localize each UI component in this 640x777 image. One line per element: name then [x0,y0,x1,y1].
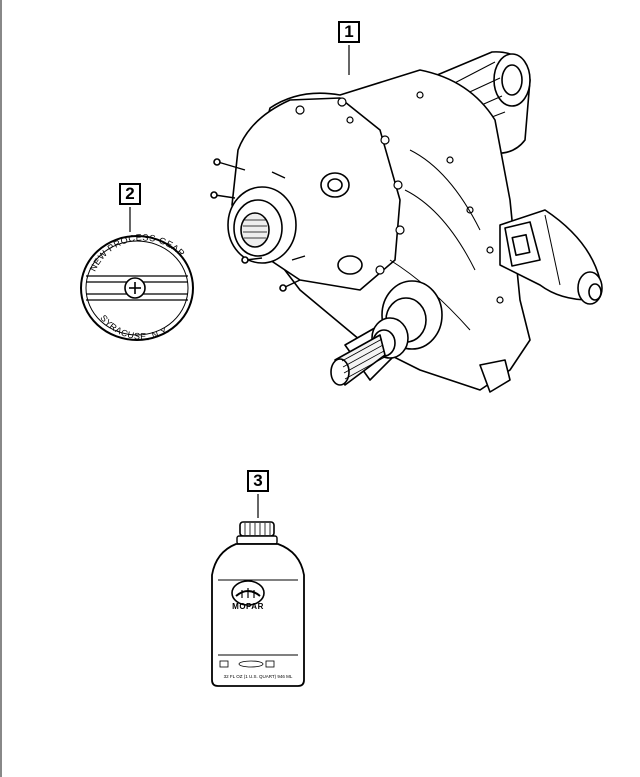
fluid-bottle-drawing [211,521,305,687]
bottle-fine-print: 32 FL OZ (1 U.S. QUART) 946 ML [224,674,293,679]
page-edge-line [0,0,2,777]
bottle-brand-text: MOPAR [232,602,264,611]
transfer-case-drawing [210,51,603,393]
id-tag-drawing [80,235,194,341]
callout-2: 2 [119,183,141,205]
callout-3: 3 [247,470,269,492]
callout-1: 1 [338,21,360,43]
